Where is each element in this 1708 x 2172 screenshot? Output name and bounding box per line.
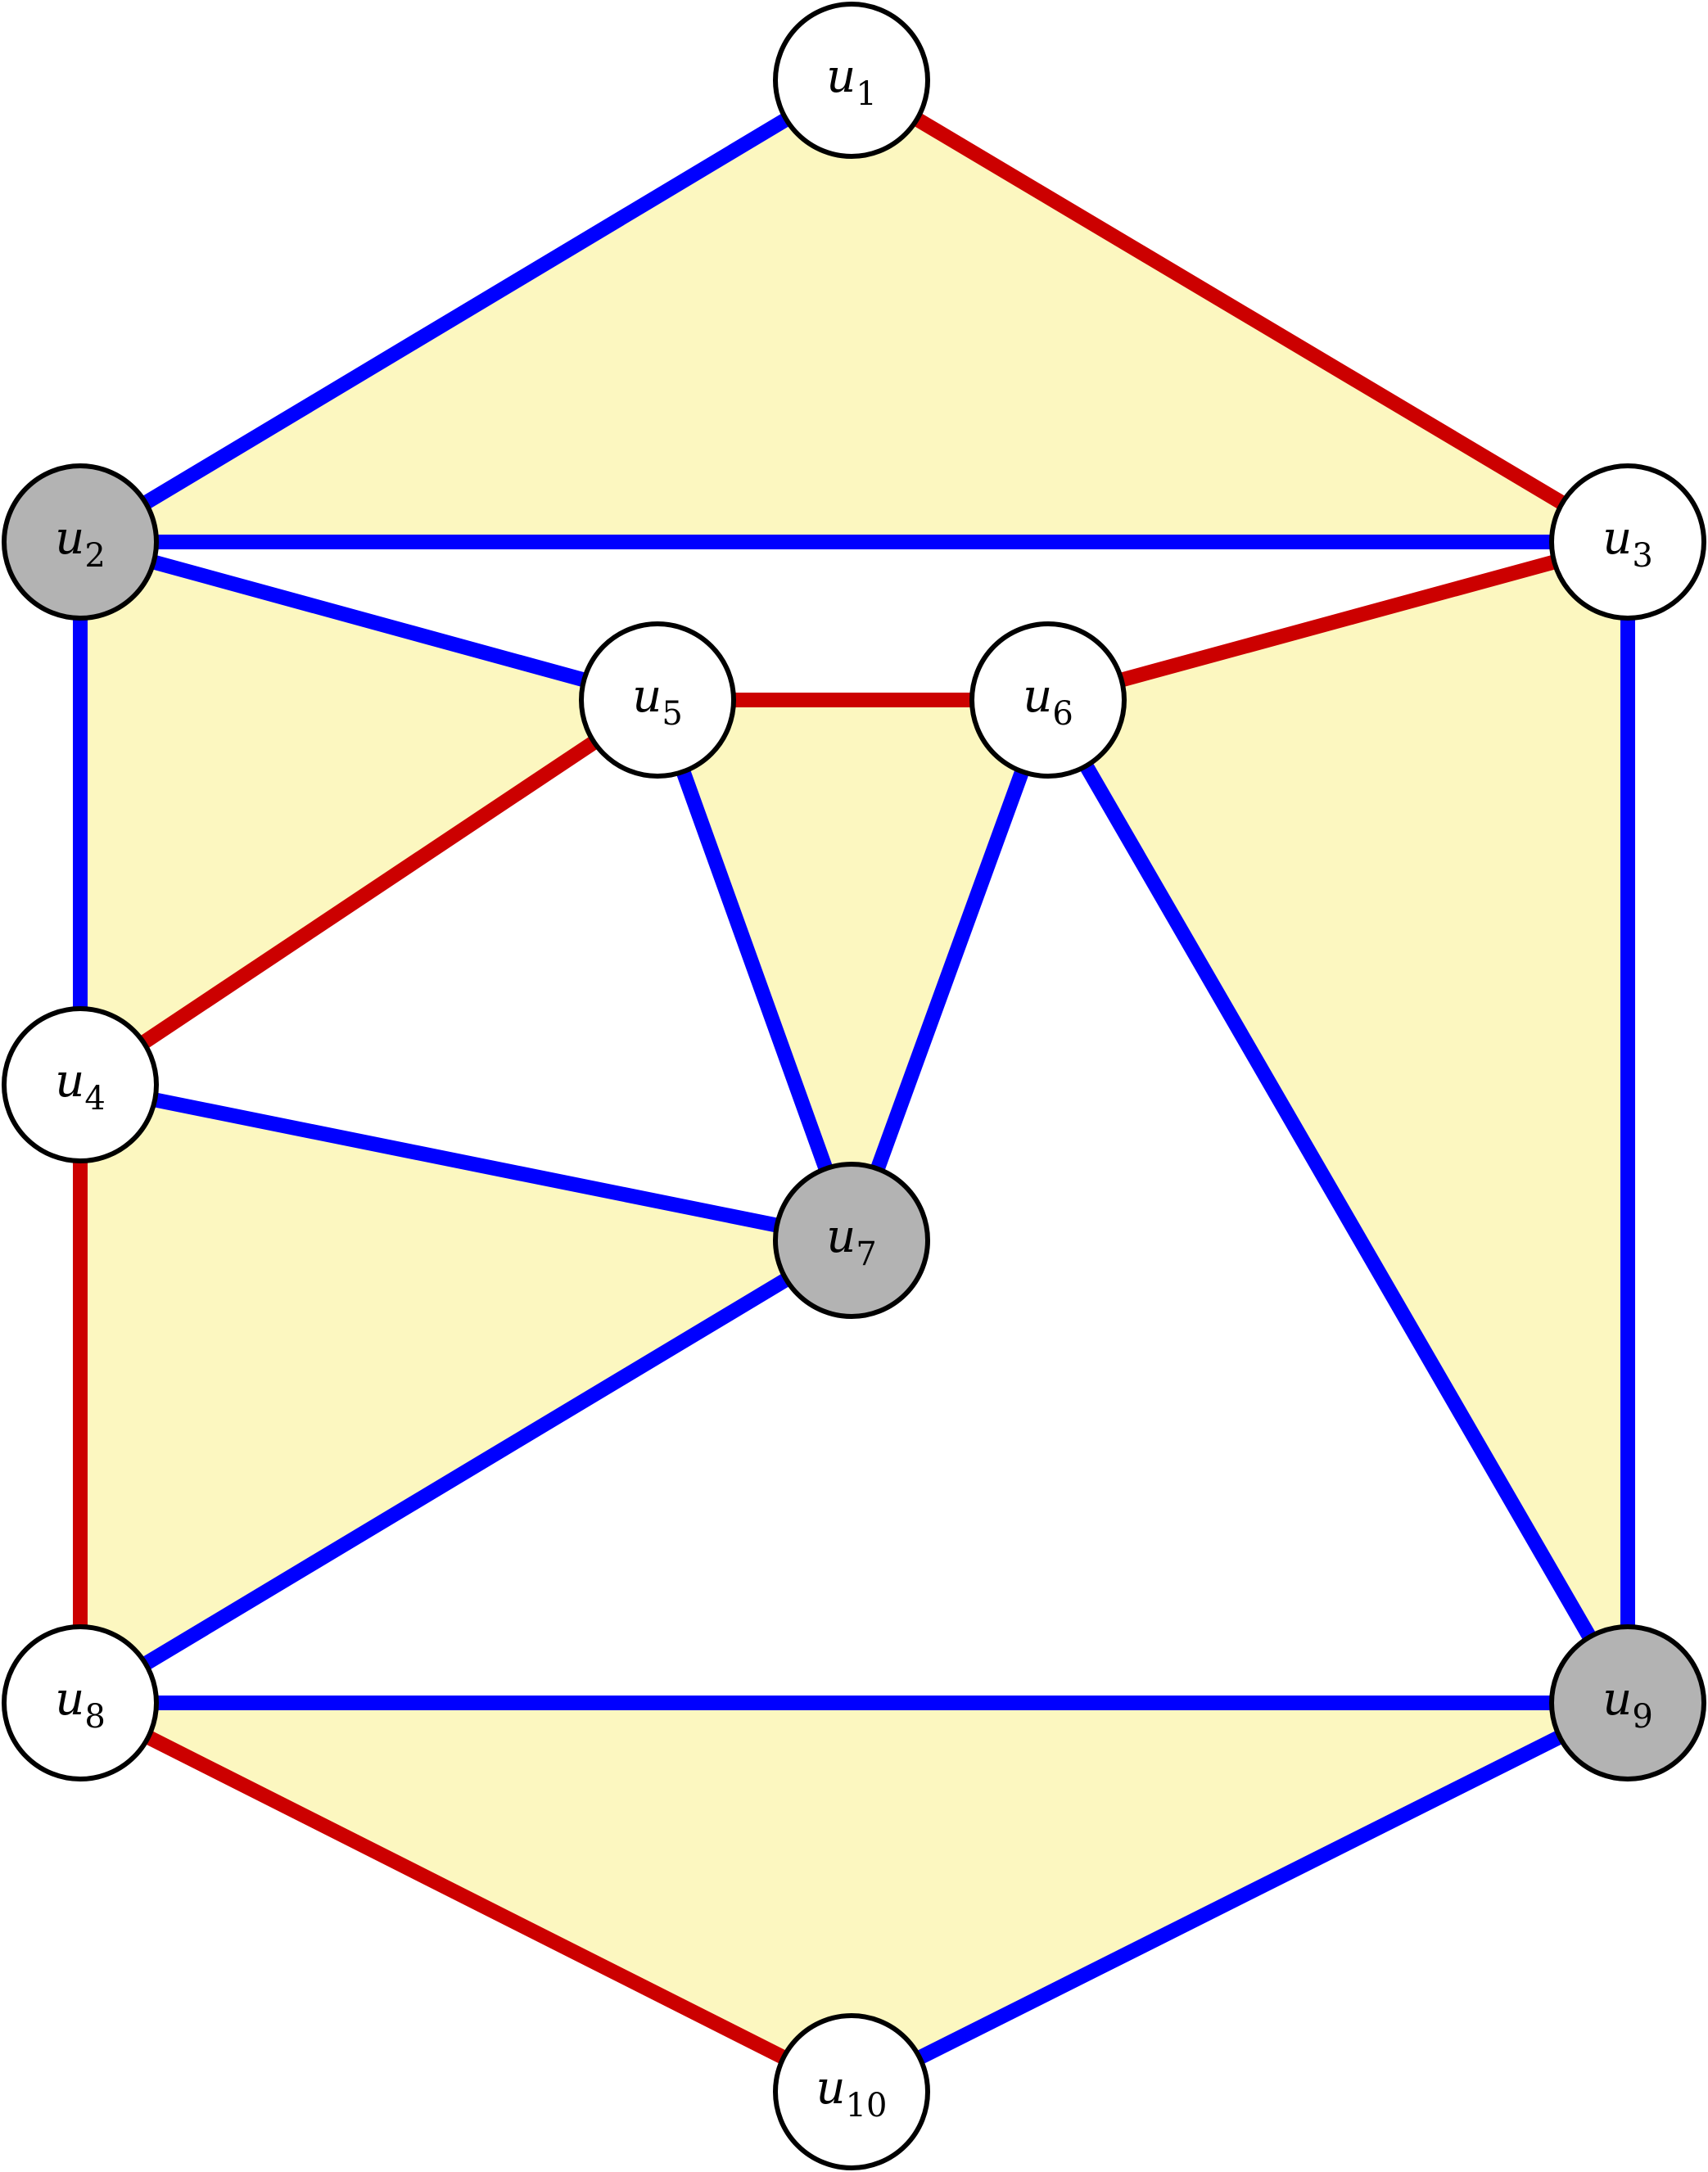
node-label-subscript: 6 — [1052, 695, 1073, 733]
shaded-face-u5-u6-u7 — [657, 700, 1048, 1240]
node-circle-u4 — [2, 1006, 159, 1163]
edge-u8-u10 — [76, 1696, 856, 2099]
edge-u2-u5 — [78, 535, 660, 707]
node-label-base: u — [55, 512, 84, 565]
node-u6: u6 — [969, 621, 1127, 779]
node-label-base: u — [55, 1054, 84, 1108]
node-label-subscript: 3 — [1632, 537, 1652, 575]
node-label-u10: u10 — [816, 2061, 888, 2125]
node-u4: u4 — [2, 1006, 159, 1163]
node-label-u2: u2 — [55, 512, 106, 575]
node-circle-u3 — [1549, 463, 1706, 621]
edge-u4-u7 — [79, 1077, 853, 1248]
node-u9: u9 — [1549, 1624, 1706, 1781]
shaded-faces-layer — [80, 80, 1628, 2092]
node-label-subscript: 9 — [1632, 1698, 1652, 1736]
shaded-face-u8-u9-u10 — [80, 1703, 1628, 2092]
edge-u5-u7 — [650, 697, 859, 1244]
node-label-u5: u5 — [632, 670, 683, 733]
edge-u9-u10 — [847, 1696, 1632, 2099]
node-label-base: u — [632, 670, 662, 723]
node-label-base: u — [1023, 670, 1052, 723]
node-label-u4: u4 — [55, 1054, 106, 1118]
edge-u1-u2 — [76, 74, 856, 549]
edge-u5-u4 — [76, 693, 662, 1091]
shaded-face-u1-u2-u3 — [80, 80, 1628, 542]
node-circle-u6 — [969, 621, 1127, 779]
node-label-base: u — [1602, 512, 1632, 565]
node-label-base: u — [1602, 1673, 1632, 1726]
node-circle-u2 — [2, 463, 159, 621]
node-label-u1: u1 — [826, 50, 877, 113]
node-circle-u9 — [1549, 1624, 1706, 1781]
shaded-face-u2-u5-u4 — [80, 542, 657, 1085]
node-label-subscript: 8 — [84, 1698, 105, 1736]
node-u10: u10 — [773, 2013, 930, 2170]
edge-u6-u9 — [1042, 696, 1634, 1707]
node-label-subscript: 1 — [856, 75, 876, 113]
node-circle-u1 — [773, 2, 930, 159]
node-label-subscript: 7 — [856, 1235, 876, 1273]
shaded-face-u4-u7-u8 — [80, 1085, 852, 1703]
node-u5: u5 — [579, 621, 736, 779]
node-label-u3: u3 — [1602, 512, 1653, 575]
node-u1: u1 — [773, 2, 930, 159]
node-circle-u5 — [579, 621, 736, 779]
node-label-subscript: 4 — [84, 1080, 105, 1118]
edge-u6-u7 — [844, 697, 1055, 1244]
node-circle-u10 — [773, 2013, 930, 2170]
edge-u1-u3 — [847, 74, 1632, 549]
node-u2: u2 — [2, 463, 159, 621]
node-circle-u8 — [2, 1624, 159, 1781]
node-label-u7: u7 — [826, 1210, 877, 1273]
node-label-subscript: 2 — [84, 537, 105, 575]
node-label-u8: u8 — [55, 1673, 106, 1736]
node-label-u6: u6 — [1023, 670, 1073, 733]
node-u8: u8 — [2, 1624, 159, 1781]
edge-u3-u6 — [1046, 535, 1630, 707]
node-circle-u7 — [773, 1162, 930, 1319]
node-label-u9: u9 — [1602, 1673, 1653, 1736]
node-u3: u3 — [1549, 463, 1706, 621]
node-label-base: u — [826, 50, 856, 103]
node-u7: u7 — [773, 1162, 930, 1319]
shaded-face-u3-u6-u9 — [1048, 542, 1628, 1703]
node-label-subscript: 5 — [662, 695, 682, 733]
node-label-subscript: 10 — [846, 2087, 888, 2125]
edge-u7-u8 — [76, 1234, 856, 1709]
node-label-base: u — [826, 1210, 856, 1263]
node-label-base: u — [816, 2061, 846, 2115]
node-label-base: u — [55, 1673, 84, 1726]
